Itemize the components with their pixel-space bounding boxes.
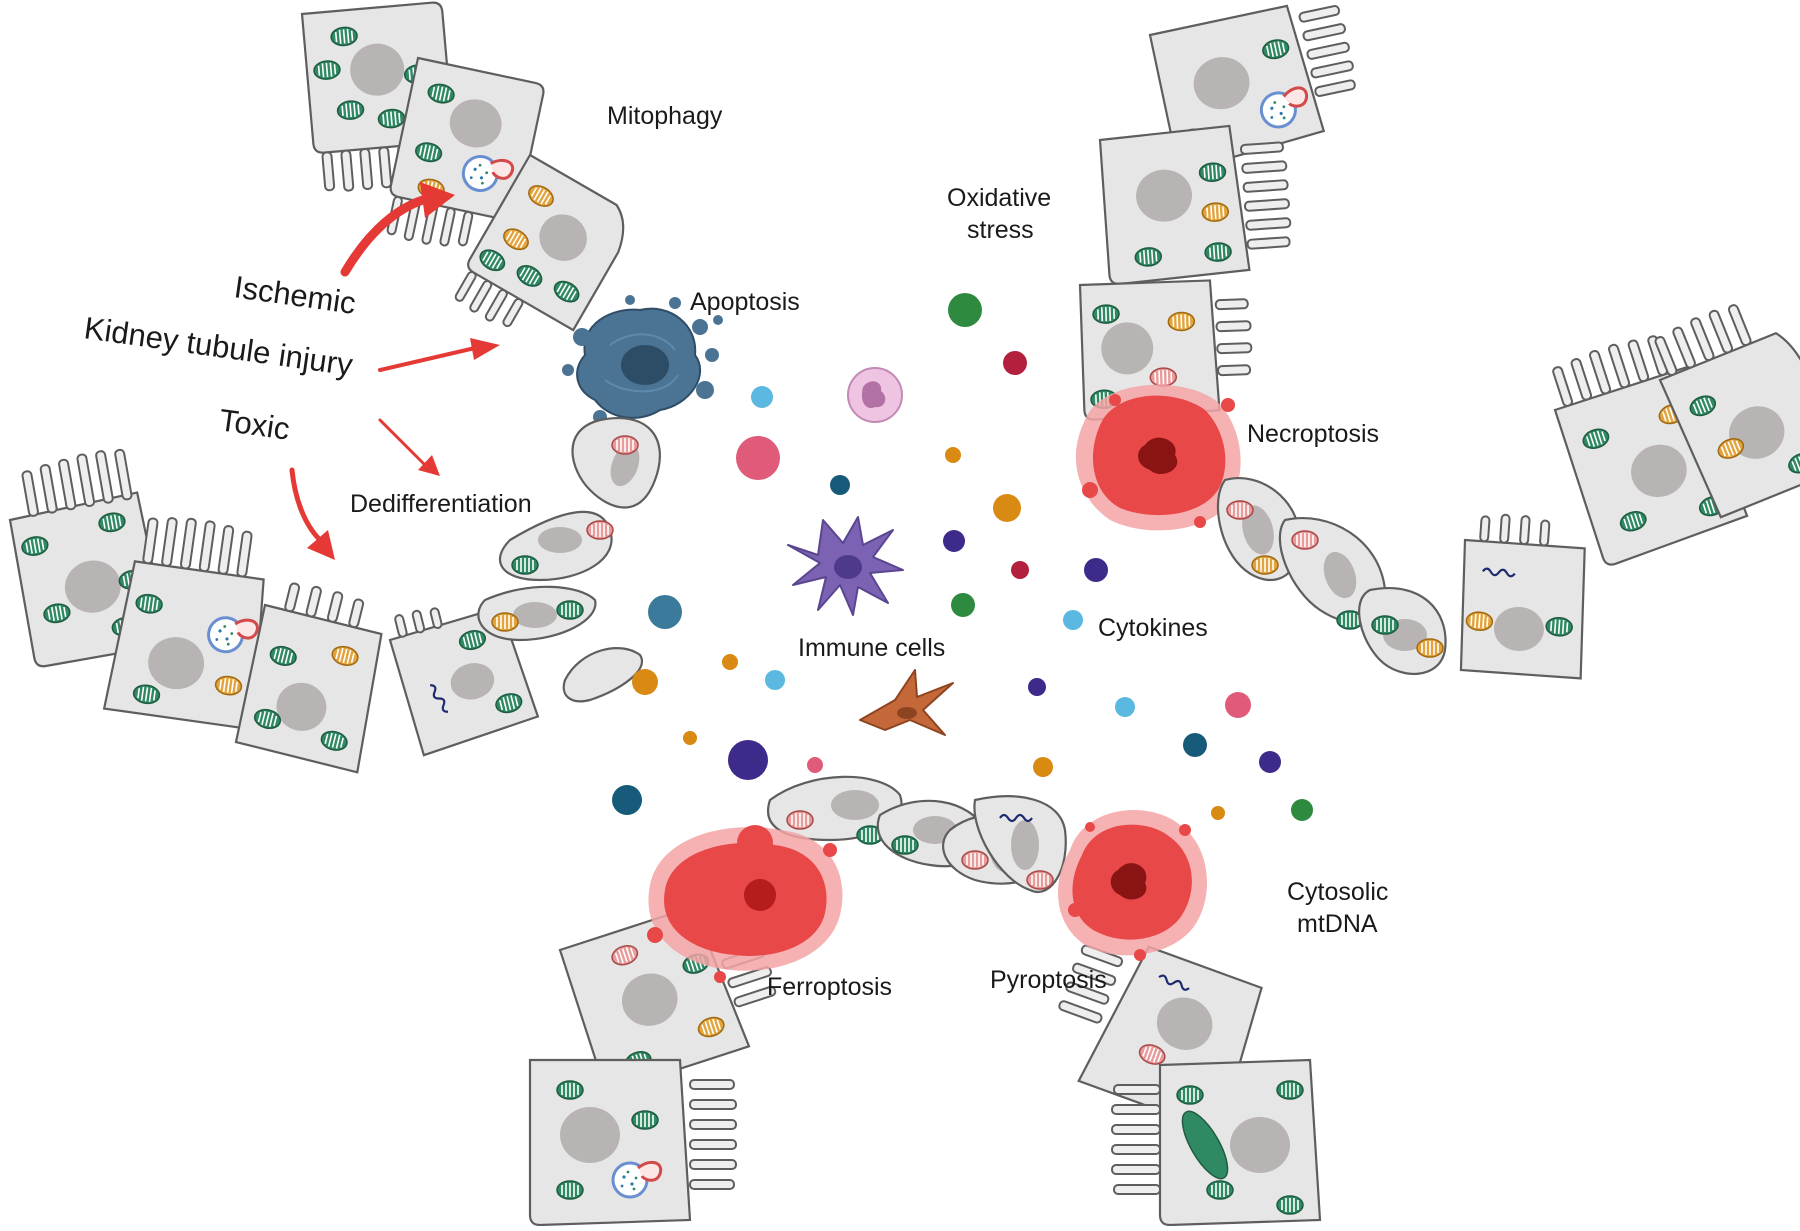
tubule-right [1216,304,1800,680]
label-cytosolic-mtdna-line2: mtDNA [1297,910,1378,938]
tubular-cell [454,153,625,332]
arrow-to-dedifferentiation [378,418,440,476]
tubular-cell [386,56,545,247]
arrow-to-apoptosis [378,338,500,372]
necroptotic-cell [1075,384,1241,531]
tubular-cell [102,517,265,731]
dendritic-cell [787,516,904,616]
cytokines [612,293,1313,821]
label-oxidative-stress-line2: stress [967,216,1034,244]
tubular-cell [388,605,540,757]
label-dedifferentiation: Dedifferentiation [350,490,532,518]
label-mitophagy: Mitophagy [607,102,723,130]
fibroblast [859,669,954,736]
dedifferentiated-cells [477,417,661,703]
tubule-top-left [300,1,625,332]
immune-cells [787,367,954,736]
label-ferroptosis: Ferroptosis [767,973,892,1001]
ferroptotic-cell [647,825,843,983]
label-kidney-tubule-injury: Kidney tubule injury [82,310,355,382]
tubular-cell [1078,279,1253,421]
label-pyroptosis: Pyroptosis [990,966,1107,994]
label-necroptosis: Necroptosis [1247,420,1379,448]
arrow-to-mitophagy [340,182,455,277]
tubular-cell [1654,304,1800,519]
label-apoptosis: Apoptosis [690,288,800,316]
label-cytosolic-mtdna-line1: Cytosolic [1287,878,1388,906]
tubule-top-right [1078,4,1356,421]
label-immune-cells: Immune cells [798,634,945,662]
injury-arrows [289,182,500,560]
neutrophil [847,367,903,423]
tubular-cell [1098,124,1292,286]
pyroptotic-cell [1058,810,1207,961]
tubule-bottom-center [528,775,1322,1227]
label-cytokines: Cytokines [1098,614,1208,642]
tubule-left [8,417,661,774]
label-oxidative-stress-line1: Oxidative [947,184,1051,212]
arrow-to-left-tubule [289,467,335,560]
apoptotic-cell [562,295,723,433]
tubular-cell [234,582,383,774]
tubular-cell [1459,513,1586,680]
label-toxic: Toxic [217,402,292,446]
tubular-cell [1111,1058,1322,1227]
tubular-cell [528,1058,737,1227]
label-ischemic: Ischemic [232,269,358,321]
